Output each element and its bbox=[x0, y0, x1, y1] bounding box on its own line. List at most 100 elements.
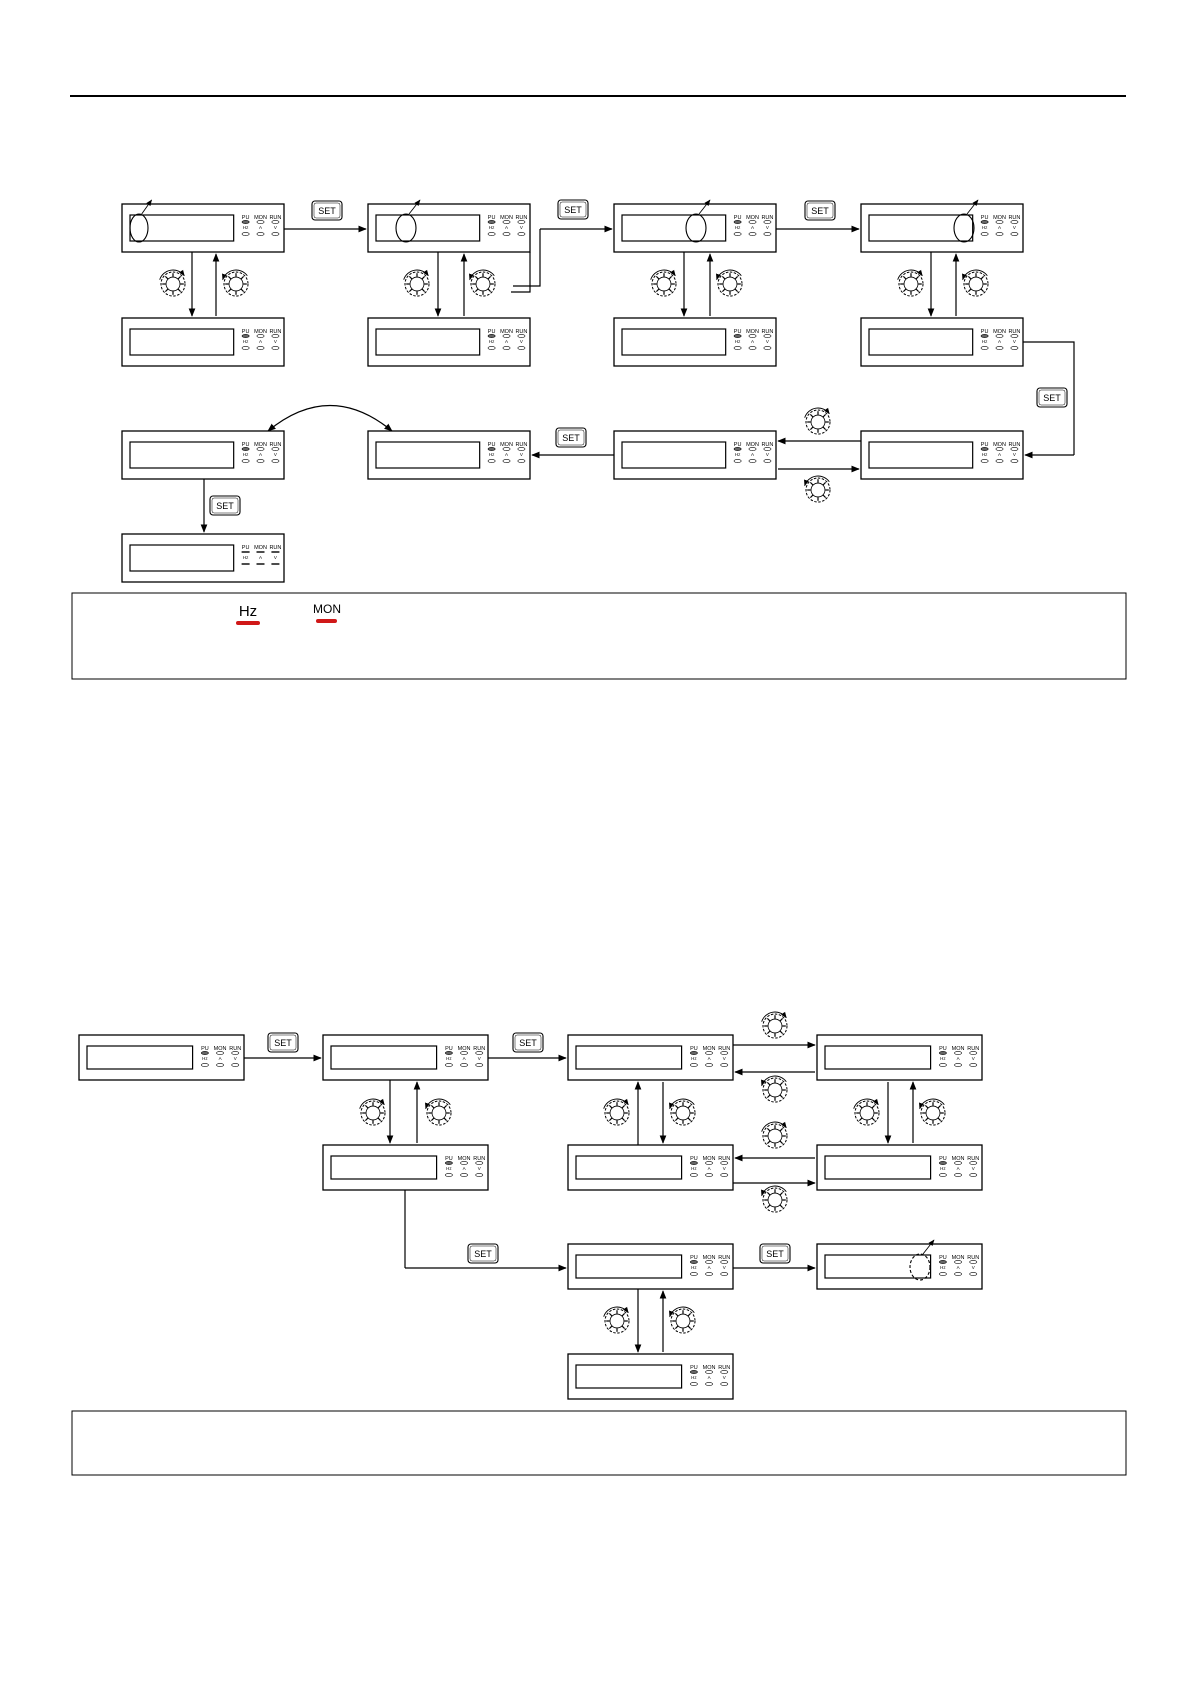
status-led bbox=[231, 1063, 240, 1067]
unit-label: A bbox=[957, 1265, 960, 1270]
lcd-window bbox=[868, 328, 974, 356]
status-led bbox=[733, 232, 742, 236]
status-led bbox=[720, 1272, 729, 1276]
unit-label: V bbox=[1013, 339, 1016, 344]
unit-label: V bbox=[766, 225, 769, 230]
setting-dial-icon bbox=[897, 269, 924, 297]
status-led bbox=[969, 1161, 978, 1165]
unit-label: Hz bbox=[691, 1375, 697, 1380]
indicator-label: RUN bbox=[761, 442, 773, 448]
status-led bbox=[733, 459, 742, 463]
setting-dial-icon bbox=[469, 269, 496, 297]
status-led bbox=[502, 346, 511, 350]
unit-label: V bbox=[274, 555, 277, 560]
unit-label: Hz bbox=[735, 225, 741, 230]
indicator-label: PU bbox=[690, 1156, 698, 1162]
indicator-label: MON bbox=[214, 1046, 227, 1052]
indicator-label: RUN bbox=[761, 215, 773, 221]
indicator-label: PU bbox=[734, 215, 742, 221]
status-led bbox=[256, 232, 265, 236]
lcd-window bbox=[824, 1254, 932, 1279]
indicator-label: PU bbox=[242, 215, 250, 221]
unit-label: Hz bbox=[446, 1166, 452, 1171]
unit-label: A bbox=[505, 339, 508, 344]
unit-label: A bbox=[708, 1056, 711, 1061]
unit-label: Hz bbox=[243, 452, 249, 457]
indicator-label: MON bbox=[254, 215, 267, 221]
unit-label: V bbox=[1013, 225, 1016, 230]
indicator-label: RUN bbox=[515, 442, 527, 448]
status-led bbox=[502, 459, 511, 463]
setting-dial-icon bbox=[359, 1098, 386, 1126]
indicator-label: MON bbox=[703, 1365, 716, 1371]
indicator-label: MON bbox=[746, 215, 759, 221]
unit-label: Hz bbox=[940, 1265, 946, 1270]
unit-label: Hz bbox=[243, 339, 249, 344]
indicator-label: MON bbox=[500, 442, 513, 448]
unit-label: A bbox=[259, 555, 262, 560]
indicator-label: PU bbox=[445, 1156, 453, 1162]
status-led bbox=[444, 1161, 453, 1165]
status-led bbox=[689, 1260, 698, 1264]
status-led bbox=[748, 232, 757, 236]
lcd-window bbox=[575, 1155, 683, 1180]
setting-dial-icon bbox=[804, 407, 831, 435]
status-led bbox=[689, 1051, 698, 1055]
set-button: SET bbox=[512, 1032, 544, 1053]
indicator-label: MON bbox=[703, 1156, 716, 1162]
note-mon-label: MON bbox=[313, 602, 341, 616]
lcd-window bbox=[375, 328, 481, 356]
indicator-label: RUN bbox=[718, 1046, 730, 1052]
status-led bbox=[475, 1051, 484, 1055]
indicator-label: MON bbox=[458, 1046, 471, 1052]
status-led bbox=[763, 232, 772, 236]
set-button: SET bbox=[557, 199, 589, 220]
setting-dial-icon bbox=[403, 269, 430, 297]
status-led bbox=[256, 220, 265, 224]
unit-label: V bbox=[520, 339, 523, 344]
digit-highlight bbox=[909, 1239, 935, 1281]
status-led bbox=[969, 1260, 978, 1264]
digit-highlight bbox=[953, 199, 979, 243]
unit-label: Hz bbox=[691, 1265, 697, 1270]
status-led bbox=[502, 220, 511, 224]
status-led bbox=[980, 346, 989, 350]
unit-label: V bbox=[972, 1056, 975, 1061]
status-led bbox=[502, 232, 511, 236]
setting-dial-icon bbox=[603, 1098, 630, 1126]
indicator-label: MON bbox=[500, 329, 513, 335]
setting-dial-icon bbox=[761, 1011, 788, 1039]
status-led bbox=[969, 1173, 978, 1177]
indicator-label: MON bbox=[952, 1255, 965, 1261]
status-led bbox=[475, 1173, 484, 1177]
indicator-label: RUN bbox=[1008, 329, 1020, 335]
unit-label: A bbox=[708, 1375, 711, 1380]
status-led bbox=[1010, 346, 1019, 350]
status-led bbox=[938, 1161, 947, 1165]
indicator-label: RUN bbox=[269, 215, 281, 221]
status-led bbox=[475, 1161, 484, 1165]
status-led bbox=[720, 1370, 729, 1374]
status-led bbox=[271, 447, 280, 451]
indicator-label: RUN bbox=[718, 1156, 730, 1162]
unit-label: Hz bbox=[691, 1056, 697, 1061]
unit-label: Hz bbox=[489, 452, 495, 457]
indicator-label: PU bbox=[939, 1156, 947, 1162]
lcd-window bbox=[824, 1045, 932, 1070]
unit-label: A bbox=[751, 225, 754, 230]
indicator-label: MON bbox=[952, 1046, 965, 1052]
status-led bbox=[460, 1161, 468, 1165]
set-button: SET bbox=[1036, 387, 1068, 408]
status-led bbox=[241, 459, 250, 463]
note-hz-label: Hz bbox=[239, 603, 257, 620]
status-led bbox=[271, 459, 280, 463]
status-led bbox=[763, 334, 772, 338]
indicator-label: PU bbox=[734, 329, 742, 335]
lcd-window bbox=[129, 544, 235, 572]
unit-label: V bbox=[520, 225, 523, 230]
